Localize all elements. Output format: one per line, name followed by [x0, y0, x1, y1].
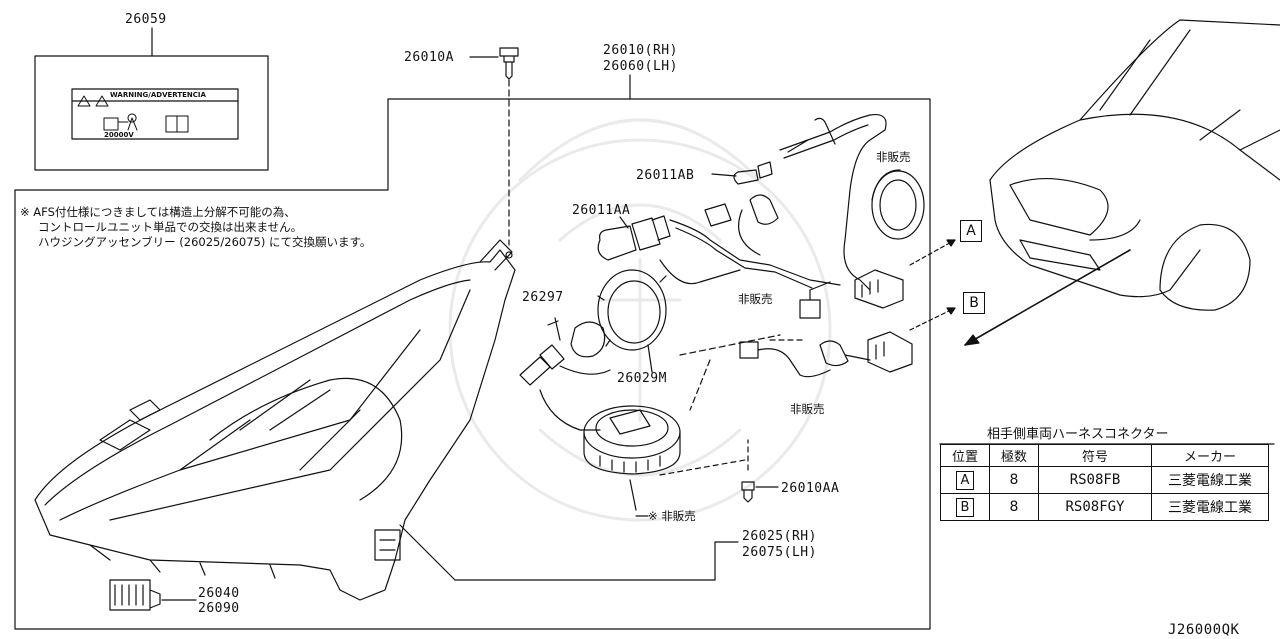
row-b-poles: 8	[989, 493, 1039, 521]
row-a-code: RS08FB	[1038, 466, 1152, 494]
header-position: 位置	[940, 444, 990, 467]
diagram-code: J26000QK	[1168, 622, 1240, 638]
callout-26090[interactable]: 26090	[198, 601, 240, 616]
callout-26010aa[interactable]: 26010AA	[781, 481, 840, 496]
connector-mark-a: A	[960, 220, 982, 242]
warning-label-box	[34, 27, 269, 171]
row-b-position: B	[956, 497, 974, 517]
high-voltage-icon	[103, 113, 138, 131]
warning-triangle-icon	[77, 95, 109, 107]
header-code: 符号	[1038, 444, 1152, 467]
screw-26010aa	[659, 439, 779, 503]
row-b-code: RS08FGY	[1038, 493, 1152, 521]
connector-table: 位置 極数 符号 メーカー A 8 RS08FB 三菱電線工業 B 8 RS08…	[940, 444, 1269, 521]
connector-mark-b: B	[963, 292, 985, 314]
not-for-sale-sub-harness: 非販売	[790, 402, 825, 416]
headlamp-housing	[34, 239, 516, 601]
vehicle-outline	[989, 19, 1280, 311]
bolt-26010a	[469, 47, 519, 246]
seal-ring	[871, 169, 925, 240]
callout-26025-rh[interactable]: 26025(RH)	[742, 529, 817, 544]
not-for-sale-ballast: ※ 非販売	[648, 509, 696, 523]
bracket-26040	[109, 579, 197, 611]
row-b-maker: 三菱電線工業	[1151, 493, 1269, 521]
table-header-row: 位置 極数 符号 メーカー	[940, 444, 1269, 467]
assembly-frame	[14, 74, 931, 630]
bulb-26011ab	[711, 161, 773, 185]
watermark	[448, 118, 832, 522]
header-maker: メーカー	[1151, 444, 1269, 467]
callout-26060-lh[interactable]: 26060(LH)	[603, 59, 678, 74]
warning-label-title: WARNING/ADVERTENCIA	[110, 91, 206, 99]
callout-26040[interactable]: 26040	[198, 586, 240, 601]
row-a-position: A	[956, 470, 974, 490]
connector-arrows	[909, 239, 1131, 346]
row-a-poles: 8	[989, 466, 1039, 494]
callout-26075-lh[interactable]: 26075(LH)	[742, 545, 817, 560]
bulb-26011aa	[597, 215, 671, 261]
callout-26297[interactable]: 26297	[522, 290, 564, 305]
callout-26059[interactable]: 26059	[125, 12, 167, 27]
ballast-unit	[583, 334, 781, 517]
hid-bulb-26297	[519, 317, 611, 431]
table-row: B 8 RS08FGY 三菱電線工業	[940, 493, 1269, 521]
callout-26029m[interactable]: 26029M	[617, 371, 667, 386]
callout-26010-rh[interactable]: 26010(RH)	[603, 43, 678, 58]
afs-note-line-1: ※ AFS付仕様につきましては構造上分解不可能の為、	[20, 205, 296, 219]
header-poles: 極数	[989, 444, 1039, 467]
connector-table-title: 相手側車両ハーネスコネクター	[987, 427, 1169, 442]
sub-harness	[739, 331, 913, 378]
callout-26011aa[interactable]: 26011AA	[572, 203, 631, 218]
callout-26010a[interactable]: 26010A	[404, 50, 454, 65]
not-for-sale-harness: 非販売	[738, 292, 773, 306]
retainer-ring-26029m	[597, 269, 667, 373]
not-for-sale-seal: 非販売	[876, 150, 911, 164]
afs-note-line-2: コントロールユニット単品での交換は出来ません。	[38, 220, 303, 234]
manual-icon	[165, 115, 189, 133]
wire-harness	[659, 113, 904, 319]
callout-26011ab[interactable]: 26011AB	[636, 168, 695, 183]
housing-leader	[399, 524, 739, 581]
table-row: A 8 RS08FB 三菱電線工業	[940, 466, 1269, 494]
row-a-maker: 三菱電線工業	[1151, 466, 1269, 494]
warning-label-voltage: 20000V	[104, 131, 134, 139]
afs-note-line-3: ハウジングアッセンブリー (26025/26075) にて交換願います。	[38, 235, 372, 249]
